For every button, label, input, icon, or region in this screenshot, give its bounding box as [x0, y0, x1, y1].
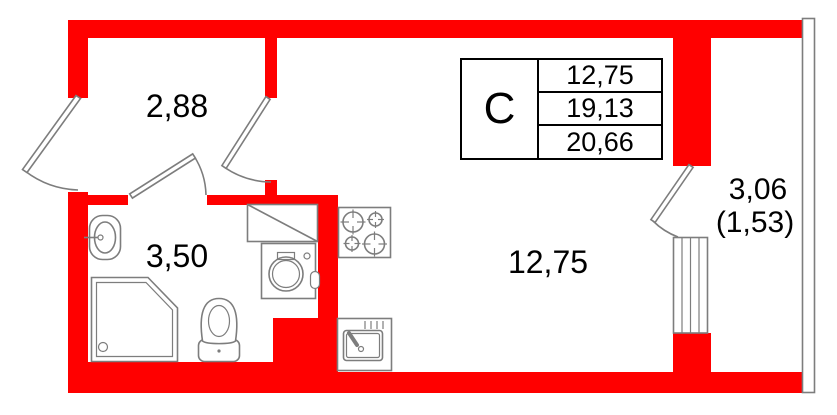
balcony-window-icon	[672, 236, 709, 334]
balcony-outer-wall	[801, 17, 816, 394]
wall-bathroom-bottom-thick	[88, 362, 338, 374]
wall-left-lower	[68, 192, 88, 393]
hallway-area-label: 2,88	[145, 88, 209, 124]
wall-left-upper	[68, 20, 88, 98]
wall-hallway-divider-stub	[265, 180, 277, 197]
apartment-living-area-value: 12,75	[539, 60, 661, 93]
kitchen-sink-icon	[336, 317, 393, 372]
wall-bottom	[68, 372, 802, 393]
balcony-door-icon	[649, 163, 695, 238]
wall-bathroom-right	[318, 195, 338, 318]
wall-bathroom-top-left	[88, 195, 128, 205]
bathroom-sink-icon	[84, 214, 122, 261]
entrance-door-icon	[21, 94, 82, 191]
stove-icon	[337, 206, 392, 259]
apartment-total-area-value: 20,66	[566, 126, 634, 157]
wardrobe-icon	[246, 203, 319, 243]
apartment-info-table: С 12,75 19,13 20,66	[460, 58, 663, 160]
bathroom-door-icon	[128, 152, 207, 200]
apartment-area-value: 19,13	[539, 93, 661, 126]
balcony-reduced-area-label: (1,53)	[715, 206, 795, 239]
wall-hallway-divider	[265, 38, 277, 98]
wall-top	[68, 20, 802, 38]
wall-balcony-partition-upper	[673, 20, 711, 166]
balcony-area-label: 3,06	[728, 173, 788, 206]
apartment-type-label: С	[462, 60, 539, 158]
washing-machine-icon	[260, 242, 321, 300]
room-door-icon	[220, 95, 272, 183]
wall-bathroom-top-right	[207, 195, 338, 205]
bathroom-area-label: 3,50	[145, 238, 209, 274]
wall-balcony-partition-lower	[673, 333, 711, 374]
living-room-area-label: 12,75	[507, 244, 589, 280]
toilet-icon	[197, 297, 241, 363]
shower-icon	[90, 276, 179, 363]
